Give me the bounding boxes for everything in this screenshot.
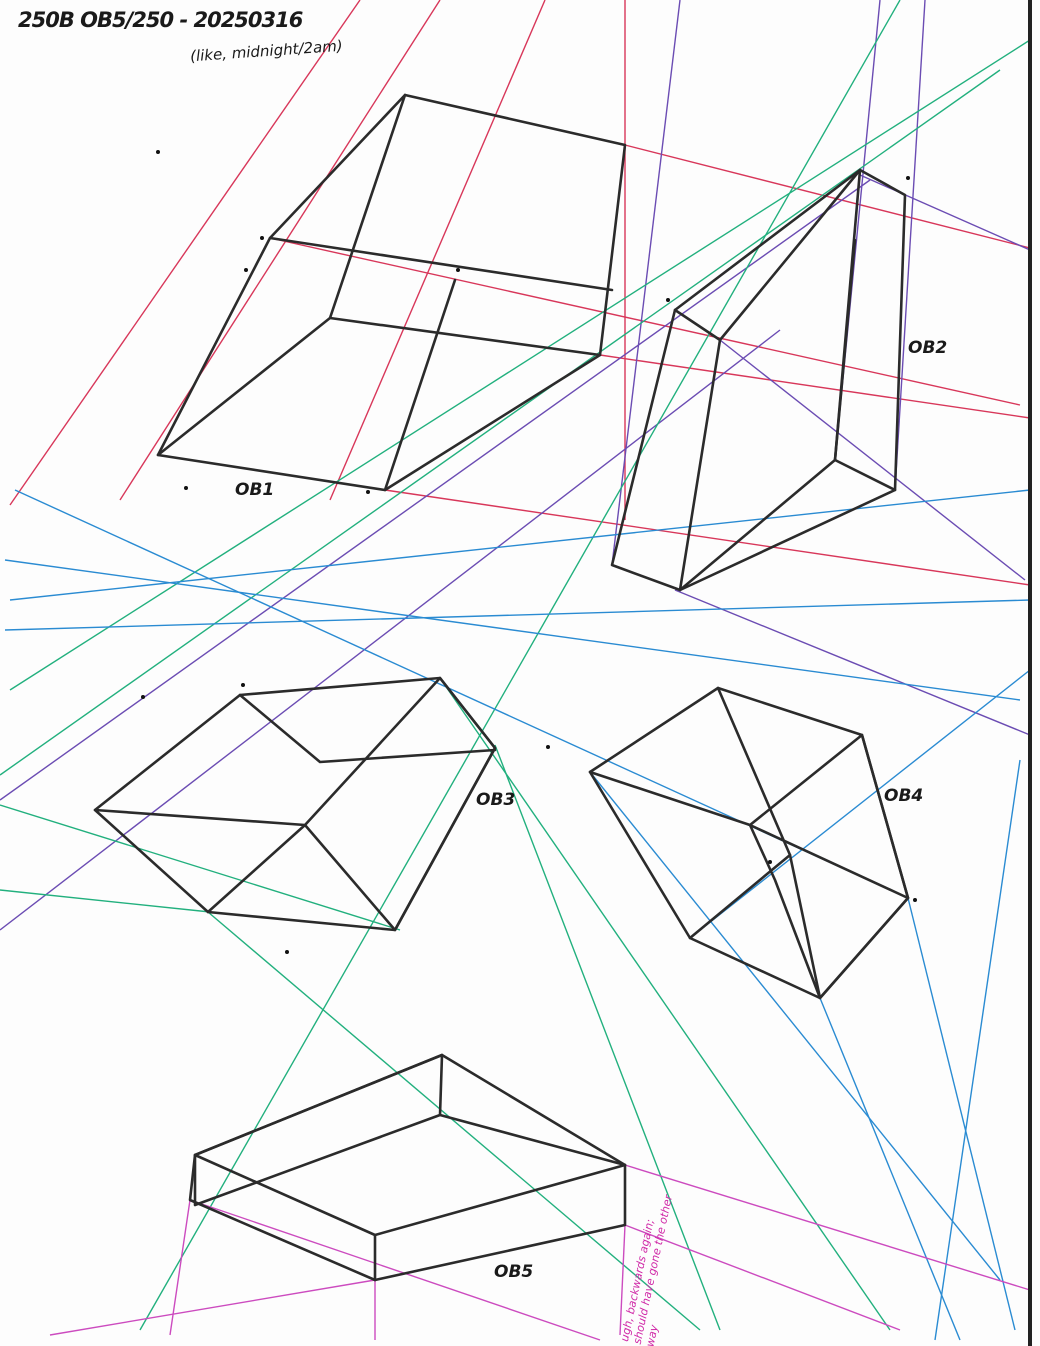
guide-line	[0, 329, 781, 931]
guide-lines-magenta	[49, 1164, 1031, 1341]
ob4-edge	[588, 770, 910, 900]
ob2-edge	[718, 168, 862, 342]
guide-line	[599, 354, 1031, 419]
dot	[260, 236, 264, 240]
guide-line	[189, 1199, 601, 1341]
guide-line	[674, 589, 1031, 736]
ob4-edge	[716, 686, 822, 1000]
label-ob5: OB5	[494, 1262, 534, 1282]
guide-line	[934, 759, 1021, 1341]
dot	[285, 950, 289, 954]
object-ob5	[188, 1053, 627, 1282]
dot	[141, 695, 145, 699]
dot	[666, 298, 670, 302]
guide-line	[624, 144, 1031, 249]
ob2-hatched-face	[610, 168, 862, 592]
ob2-edge	[833, 238, 857, 462]
ob1-hatched-face	[328, 93, 627, 357]
object-ob4	[588, 686, 910, 1000]
dot	[241, 683, 245, 687]
guide-line	[0, 179, 871, 801]
guide-line	[119, 0, 441, 501]
guide-line	[9, 0, 361, 506]
label-ob3: OB3	[476, 790, 516, 810]
construction-dots	[141, 150, 917, 954]
guide-line	[0, 804, 401, 931]
dot	[156, 150, 160, 154]
ob3-edge	[93, 808, 307, 914]
guide-lines-blue	[4, 489, 1031, 1341]
dot	[456, 268, 460, 272]
dot	[768, 860, 772, 864]
guide-line	[0, 889, 211, 913]
ob2-edge	[678, 338, 722, 592]
ob5-edge	[438, 1113, 627, 1167]
object-ob1	[156, 93, 627, 492]
guide-line	[0, 69, 1001, 776]
ob4-hatched-face	[748, 733, 910, 1000]
guide-line	[169, 1199, 191, 1336]
guide-line	[207, 911, 701, 1331]
guide-line	[907, 897, 1016, 1331]
label-ob4: OB4	[884, 786, 924, 806]
guide-line	[624, 1164, 1031, 1291]
ob1-edge	[156, 316, 332, 457]
label-ob2: OB2	[908, 338, 948, 358]
ob2-outline	[833, 168, 907, 492]
guide-line	[494, 744, 721, 1331]
guide-line	[611, 0, 681, 566]
guide-line	[4, 599, 1031, 631]
guide-line	[589, 771, 1001, 1281]
object-ob3	[93, 676, 497, 932]
ob5-hatched-face	[193, 1053, 444, 1207]
dot	[366, 490, 370, 494]
guide-lines-red	[9, 0, 1031, 586]
ob2-edge	[673, 308, 722, 342]
dot	[184, 486, 188, 490]
dot	[913, 898, 917, 902]
guide-line	[624, 1224, 901, 1331]
guide-line	[269, 237, 1021, 406]
ob3-edge	[238, 693, 497, 764]
guide-line	[9, 489, 1031, 601]
ob1-edge	[268, 236, 614, 292]
ob2-edge	[678, 488, 897, 592]
guide-line	[719, 339, 1026, 581]
dot	[244, 268, 248, 272]
guide-line	[329, 0, 546, 501]
guide-line	[859, 174, 1031, 251]
ob3-outline	[93, 676, 497, 932]
ob1-edge	[383, 278, 457, 492]
page-title: 250B OB5/250 - 20250316	[18, 8, 303, 32]
ob4-outline	[588, 686, 910, 1000]
ob4-edge	[688, 853, 792, 940]
ob5-outline	[188, 1053, 627, 1282]
guide-line	[689, 669, 1031, 939]
object-ob2	[610, 168, 907, 592]
guide-line	[9, 39, 1031, 691]
guide-line	[439, 677, 891, 1331]
guide-line	[49, 1279, 376, 1336]
guide-line	[619, 1224, 626, 1336]
label-ob1: OB1	[235, 480, 275, 500]
dot	[906, 176, 910, 180]
dot	[546, 745, 550, 749]
guide-line	[384, 489, 1031, 586]
guide-line	[894, 0, 926, 491]
scan-edge	[1028, 0, 1032, 1346]
guide-line	[139, 0, 901, 1331]
guide-lines-purple	[0, 0, 1031, 931]
guide-line	[819, 997, 961, 1341]
guide-line	[4, 559, 1021, 701]
ob1-outline	[156, 93, 602, 492]
